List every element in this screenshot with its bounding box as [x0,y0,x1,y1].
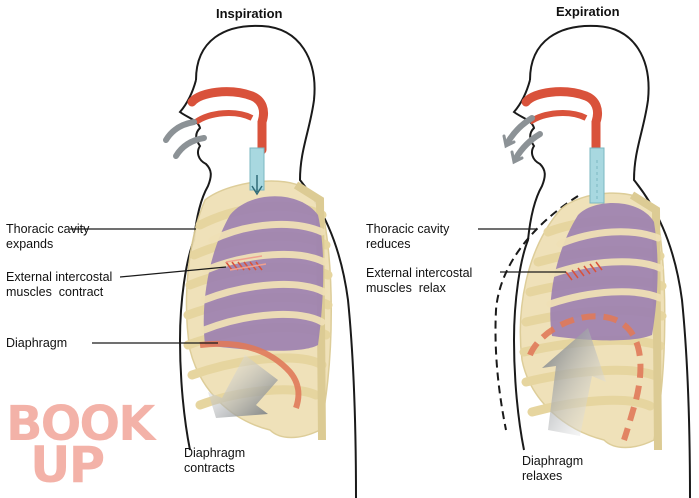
label-text-line: contracts [184,461,235,475]
body-outline-right [512,24,691,498]
label-text-line: External intercostal [366,266,473,280]
inspiration-panel [70,24,357,498]
leader-lines-right [478,228,566,273]
label-text-line: expands [6,237,54,251]
label-text-line: muscles relax [366,281,446,295]
inspiration-title: Inspiration [216,6,283,21]
expiration-title: Expiration [556,4,620,19]
label-diaphragm: Diaphragm [6,336,68,350]
air-out-arrows-right [502,115,543,165]
label-text-line: External intercostal [6,270,113,284]
intercostal-muscles-right [565,261,603,281]
label-text-line: muscles contract [6,285,104,299]
expiration-panel [478,24,691,498]
leader-lines-left [70,228,227,344]
airway-left [187,87,269,196]
label-text-line: Thoracic cavity [366,222,450,236]
dashed-expanded-outline [494,195,579,431]
watermark-book: BOOK [6,396,155,452]
body-outline-left [178,24,357,498]
diaphragm-up-arrow [542,328,606,436]
diaphragm-down-arrow [208,355,278,418]
label-text-line: reduces [366,237,411,251]
air-in-arrows-left [163,119,207,159]
diaphragm-right [527,313,644,441]
watermark-up: UP [30,436,105,494]
diaphragm-left [199,340,302,409]
intercostal-muscles-left [225,255,267,271]
airway-right [521,87,605,204]
label-text-line: relaxes [522,469,563,483]
label-text-line: Thoracic cavity [6,222,90,236]
label-text-line: Diaphragm [184,446,246,460]
label-text-line: Diaphragm [522,454,584,468]
